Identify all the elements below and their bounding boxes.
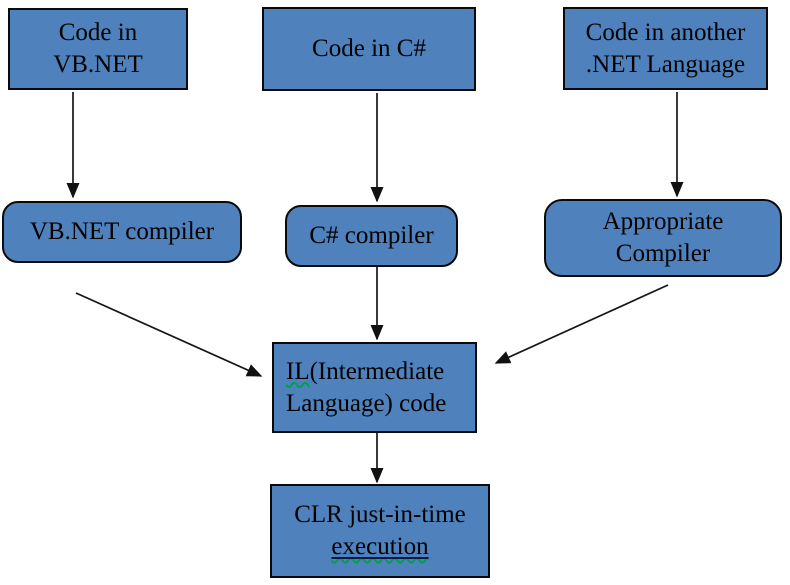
node-code-in-vbnet-label: Code in VB.NET	[53, 19, 143, 78]
node-code-in-csharp: Code in C#	[262, 7, 476, 91]
node-code-in-other-language: Code in another .NET Language	[563, 7, 768, 90]
node-csharp-compiler: C# compiler	[285, 205, 458, 267]
clr-label-line1: CLR just-in-time	[294, 501, 466, 528]
node-csharp-compiler-label: C# compiler	[309, 222, 434, 249]
il-spellcheck-word: IL	[286, 357, 310, 385]
clr-grammar-word-outer: execution	[331, 533, 428, 560]
clr-underlined-word: execution	[331, 533, 429, 560]
arrow-appropriate-compiler-to-il	[494, 284, 669, 364]
arrow-vbnet-compiler-to-il	[75, 292, 263, 377]
node-il-code-label: IL(Intermediate Language) code	[286, 356, 446, 420]
node-il-code: IL(Intermediate Language) code	[272, 342, 477, 433]
node-appropriate-compiler: Appropriate Compiler	[544, 199, 782, 277]
node-code-in-vbnet: Code in VB.NET	[8, 8, 188, 90]
node-code-in-other-language-label: Code in another .NET Language	[585, 18, 746, 78]
node-vbnet-compiler-label: VB.NET compiler	[29, 218, 215, 245]
node-clr-execution-label: CLR just-in-time execution	[294, 499, 466, 563]
il-label-rest: (Intermediate Language) code	[286, 357, 447, 417]
node-clr-execution: CLR just-in-time execution	[270, 484, 490, 578]
node-vbnet-compiler: VB.NET compiler	[2, 201, 242, 263]
node-appropriate-compiler-label: Appropriate Compiler	[602, 208, 724, 267]
node-code-in-csharp-label: Code in C#	[312, 35, 426, 62]
